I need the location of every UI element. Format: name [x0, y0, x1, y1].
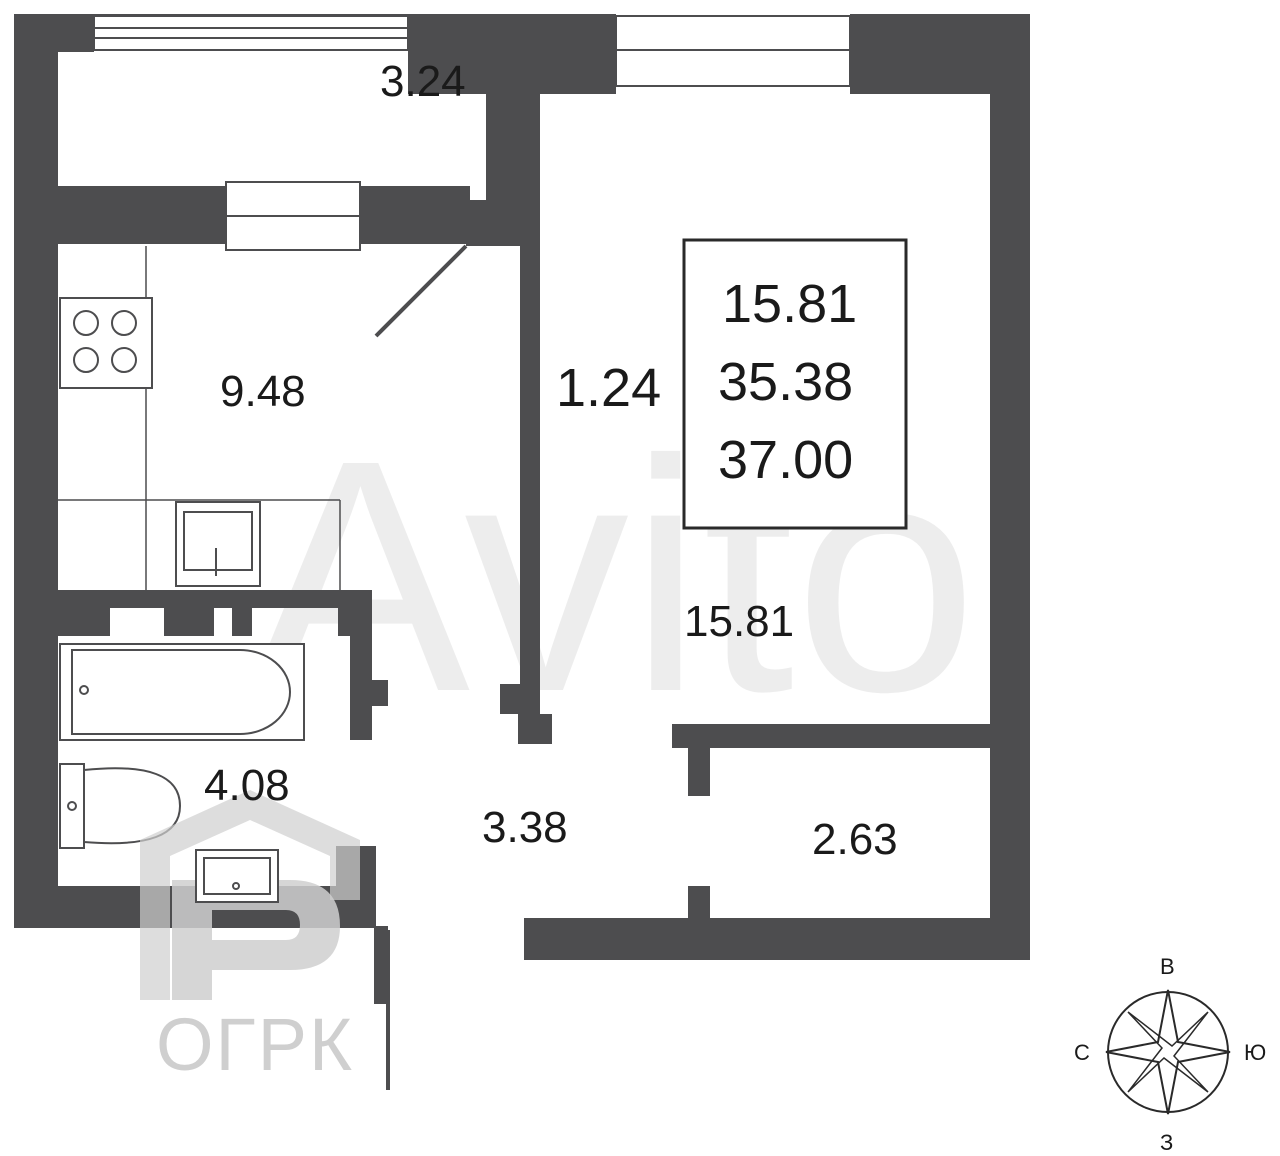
room-area-hall: 3.38: [482, 803, 568, 852]
wall-kitchen-living: [520, 246, 540, 696]
wall-bath-nub: [372, 680, 388, 706]
area-summary-box: 15.81 35.38 37.00: [682, 238, 908, 530]
summary-total-with-balcony: 37.00: [718, 430, 853, 490]
wall-bath-right: [350, 636, 372, 740]
balcony-door: [374, 244, 468, 338]
compass-east: В: [1160, 954, 1175, 979]
wall-living-bottom: [672, 724, 1002, 748]
compass-star-icon: [1105, 989, 1231, 1115]
room-labels: 3.24 9.48 1.24 15.81 4.08 3.38 2.63: [204, 57, 898, 864]
wall-balcony-kitchen-left: [14, 186, 226, 244]
wall-bath-seg1: [58, 608, 110, 636]
wall-bath-top: [58, 590, 372, 608]
wall-door-jamb: [466, 200, 520, 246]
wall-balcony-kitchen-right: [360, 186, 470, 244]
summary-living-area: 15.81: [722, 274, 857, 334]
compass-north: С: [1074, 1040, 1090, 1065]
room-area-living: 15.81: [684, 597, 794, 646]
wall-storage-jamb-bottom: [688, 886, 710, 926]
room-area-balcony: 3.24: [380, 57, 466, 106]
room-area-storage: 2.63: [812, 815, 898, 864]
wall-bottom: [524, 918, 1030, 960]
wall-top-left: [14, 14, 94, 52]
compass-south: Ю: [1244, 1040, 1266, 1065]
compass-west: З: [1160, 1130, 1173, 1155]
wall-left-outer: [14, 14, 58, 894]
logo-house-icon: [140, 790, 360, 1000]
summary-total-area: 35.38: [718, 352, 853, 412]
logo: ОГРК: [140, 790, 360, 1086]
wall-bath-seg4: [338, 608, 372, 636]
bathroom-fittings: [59, 643, 305, 849]
room-area-bathroom: 4.08: [204, 761, 290, 810]
stove-icon: [59, 297, 153, 389]
logo-name: ОГРК: [156, 1003, 354, 1086]
window-balcony: [93, 15, 409, 51]
wall-storage-jamb-top: [688, 748, 710, 796]
logo-letter-icon: [172, 880, 340, 1000]
room-area-kitchen: 9.48: [220, 367, 306, 416]
kitchen-fittings: [58, 246, 341, 590]
walls: [14, 14, 1030, 1090]
wall-entry-post: [374, 926, 388, 1004]
windows: [93, 15, 851, 251]
wall-right-outer: [990, 60, 1030, 960]
wall-kitchen-living-foot: [518, 714, 552, 744]
wall-bath-seg3: [232, 608, 252, 636]
wall-kitchen-living-end: [500, 684, 540, 714]
room-area-wardrobe: 1.24: [556, 358, 661, 418]
wall-bath-seg2: [164, 608, 214, 636]
compass-rose: В С Ю З: [1074, 954, 1266, 1155]
